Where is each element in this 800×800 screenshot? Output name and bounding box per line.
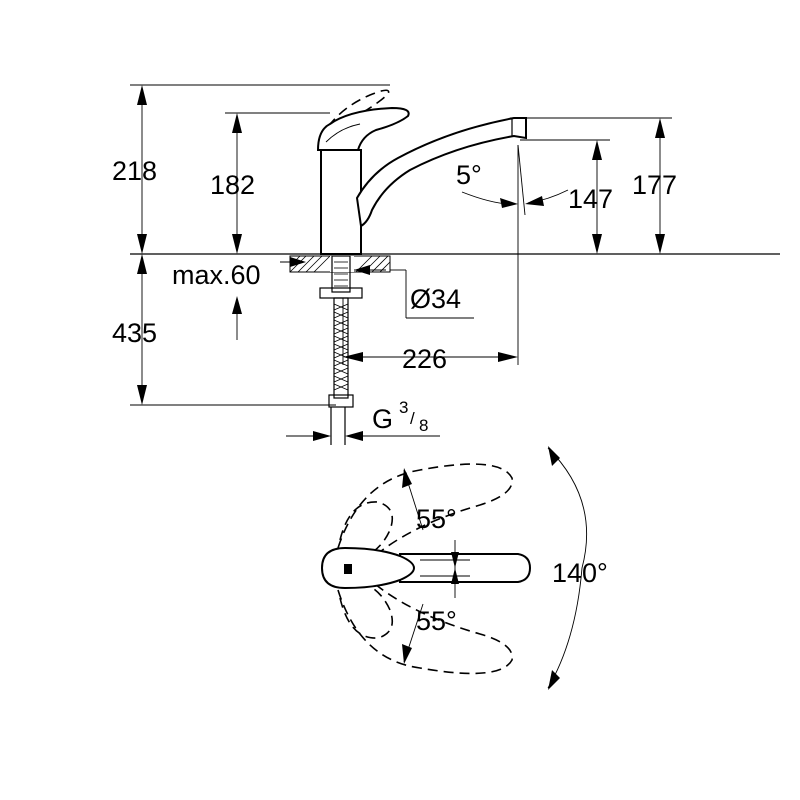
mounting-nut bbox=[319, 287, 363, 299]
dim-5-degree-label: 5° bbox=[456, 160, 482, 190]
dim-435: 435 bbox=[112, 254, 157, 405]
lever-inner-curve bbox=[325, 123, 361, 143]
dim-147-label: 147 bbox=[568, 184, 613, 214]
dim-55-lower-label: 55° bbox=[416, 606, 457, 636]
swivel-ghost-positions bbox=[337, 463, 513, 675]
faucet-lever bbox=[316, 106, 410, 151]
lever-top-view bbox=[320, 546, 416, 590]
dim-182: 182 bbox=[210, 113, 255, 254]
mounting-shank bbox=[331, 255, 351, 293]
dim-max-60-label: max.60 bbox=[172, 260, 261, 290]
dim-177: 177 bbox=[632, 118, 677, 254]
center-arrow-up bbox=[451, 552, 459, 568]
dim-218-label: 218 bbox=[112, 156, 157, 186]
dim-connection-thread: G 3 / 8 bbox=[286, 398, 440, 441]
connection-denominator: 8 bbox=[419, 416, 428, 435]
dim-140-label: 140° bbox=[552, 558, 608, 588]
dim-218: 218 bbox=[112, 85, 157, 254]
faucet-body bbox=[320, 149, 362, 255]
connection-prefix: G bbox=[372, 404, 393, 434]
faucet-spout bbox=[355, 117, 527, 228]
center-arrow-down bbox=[451, 568, 459, 584]
connection-numerator: 3 bbox=[399, 398, 408, 417]
hose-connector bbox=[328, 394, 354, 408]
dim-diameter-34: Ø34 bbox=[354, 265, 474, 319]
dim-55-upper: 55° bbox=[402, 468, 457, 534]
braided-hose bbox=[333, 297, 349, 399]
dim-55-upper-label: 55° bbox=[416, 504, 457, 534]
dim-182-label: 182 bbox=[210, 170, 255, 200]
dim-5-degree: 5° bbox=[456, 144, 569, 216]
dim-435-label: 435 bbox=[112, 318, 157, 348]
dim-55-lower: 55° bbox=[402, 603, 457, 664]
dim-140: 140° bbox=[547, 446, 608, 690]
connection-slash: / bbox=[410, 409, 415, 428]
dim-147: 147 bbox=[568, 140, 613, 254]
lever-marker bbox=[344, 564, 352, 574]
dim-226-label: 226 bbox=[402, 344, 447, 374]
dim-177-label: 177 bbox=[632, 170, 677, 200]
dim-diameter-34-label: Ø34 bbox=[410, 284, 461, 314]
spout-top-view bbox=[399, 553, 532, 583]
dim-max-60: max.60 bbox=[172, 257, 306, 340]
